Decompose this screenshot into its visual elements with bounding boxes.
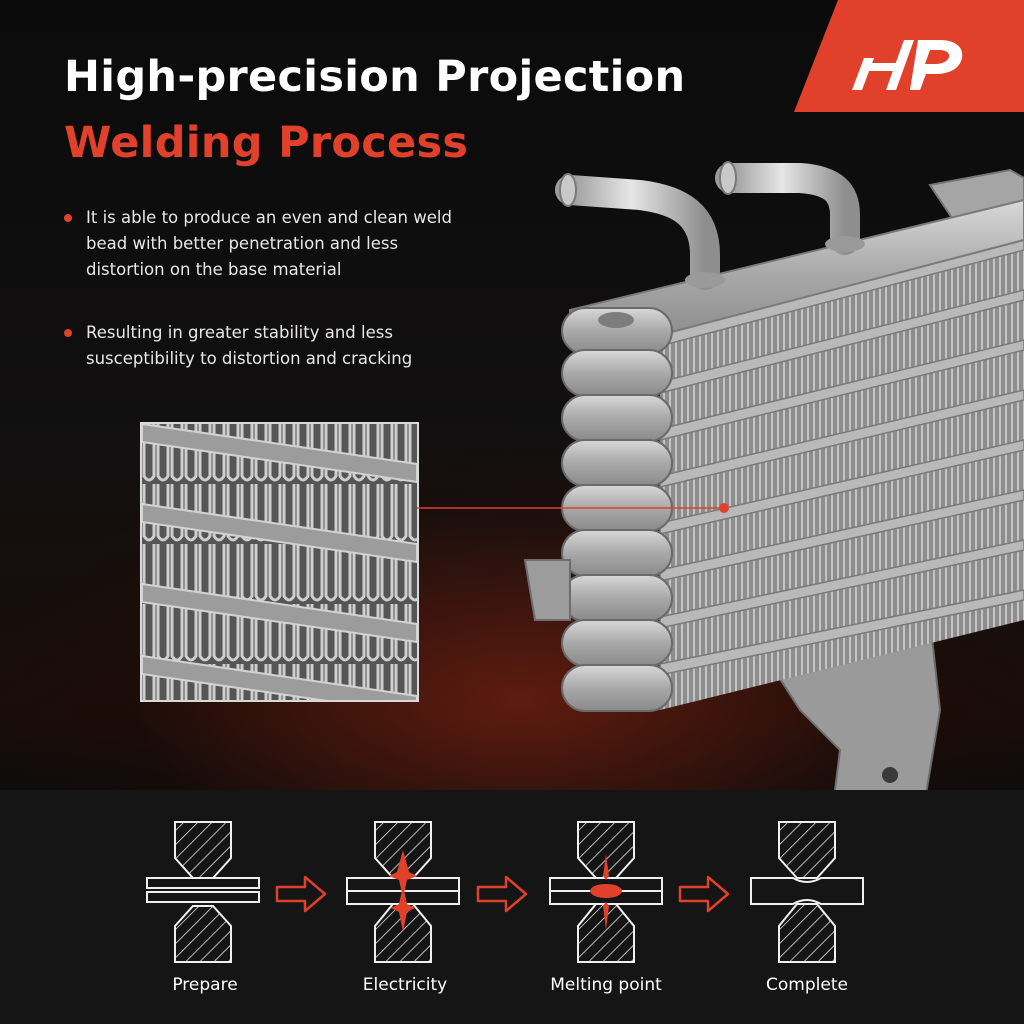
feature-bullet-2: Resulting in greater stability and less … <box>64 320 464 372</box>
oil-cooler-product-image <box>523 161 1024 830</box>
prepare-step-icon <box>146 821 260 963</box>
page-title-line-2: Welding Process <box>64 118 469 168</box>
electricity-step-icon <box>346 821 460 963</box>
step-label-melting-point: Melting point <box>550 975 662 995</box>
feature-bullet-1: It is able to produce an even and clean … <box>64 205 464 283</box>
step-label-prepare: Prepare <box>172 975 238 995</box>
feature-bullet-text: Resulting in greater stability and less … <box>86 323 413 368</box>
bullet-dot-icon <box>64 329 72 337</box>
complete-step-icon <box>750 821 864 963</box>
step-label-electricity: Electricity <box>362 975 448 995</box>
brand-logo-icon <box>852 40 963 90</box>
arrow-right-icon <box>678 875 730 913</box>
melting-point-step-icon <box>549 821 663 963</box>
arrow-right-icon <box>476 875 528 913</box>
bullet-dot-icon <box>64 214 72 222</box>
arrow-right-icon <box>275 875 327 913</box>
weld-detail-zoom <box>140 422 419 702</box>
page-title-line-1: High-precision Projection <box>64 52 686 102</box>
step-label-complete: Complete <box>766 975 848 995</box>
brand-logo-badge <box>794 0 1024 112</box>
feature-bullet-text: It is able to produce an even and clean … <box>86 208 452 279</box>
